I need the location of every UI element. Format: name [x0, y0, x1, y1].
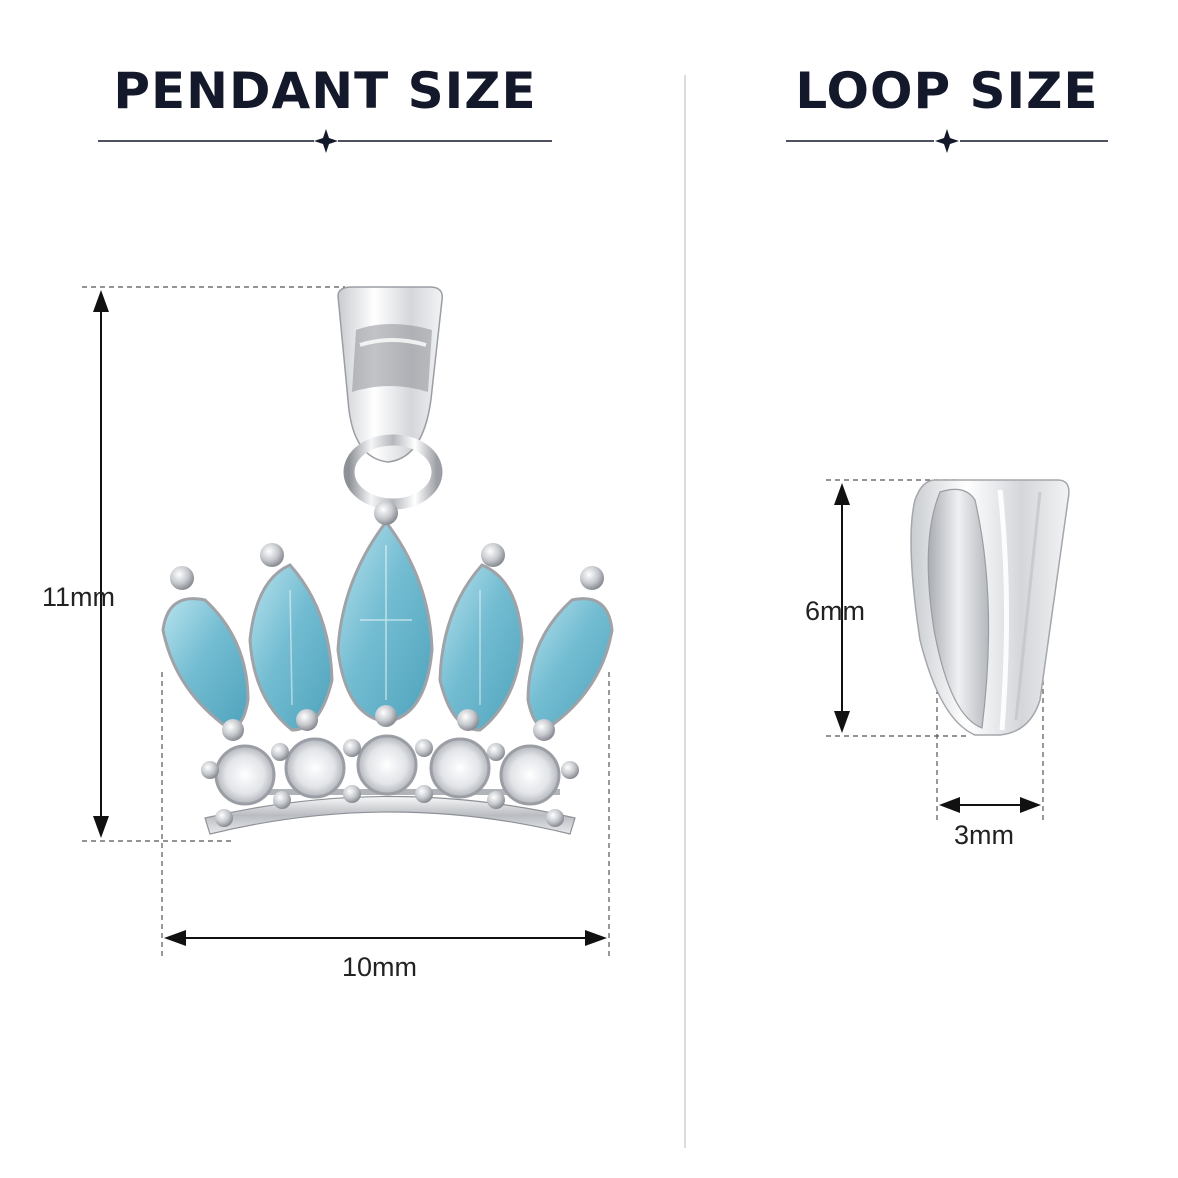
bail-loop-image [910, 479, 1070, 736]
pendant-width-dimension [161, 672, 610, 956]
pendant-title-ornament [98, 129, 552, 153]
round-stones [214, 734, 561, 806]
prong-beads [170, 501, 604, 827]
pendant-size-title: PENDANT SIZE [113, 62, 537, 120]
marquise-gems [161, 519, 614, 732]
loop-width-dimension [936, 680, 1044, 822]
crown-pendant-image [161, 286, 614, 835]
loop-width-label: 3mm [954, 820, 1014, 850]
pendant-height-label: 11mm [42, 582, 116, 612]
pendant-height-dimension [82, 286, 345, 842]
loop-size-title: LOOP SIZE [795, 62, 1099, 120]
loop-height-dimension [826, 479, 970, 737]
pendant-width-label: 10mm [342, 952, 418, 982]
loop-title-ornament [786, 129, 1108, 153]
loop-height-label: 6mm [805, 596, 865, 626]
